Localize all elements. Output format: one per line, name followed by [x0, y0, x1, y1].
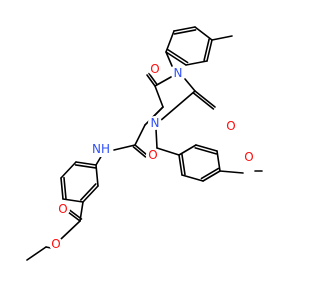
bond-line — [203, 38, 210, 62]
atom-o1-label: O — [150, 62, 159, 76]
bond-line — [60, 177, 64, 200]
bond-line — [60, 220, 81, 240]
bond-line — [113, 144, 136, 151]
bond-line — [202, 170, 221, 182]
atom-o4-label: O — [244, 150, 253, 164]
bond-line — [144, 106, 164, 126]
bond-line — [206, 39, 213, 62]
bond-line — [134, 144, 148, 156]
bond-line — [181, 174, 204, 182]
atom-o2-label: O — [226, 119, 235, 133]
atom-nh-label: NH — [92, 142, 110, 156]
bond-line — [148, 72, 158, 86]
bond-line — [155, 128, 158, 149]
bond-line — [184, 78, 196, 92]
bond-line — [132, 146, 147, 158]
bond-line — [75, 161, 97, 166]
atom-o5: O — [56, 202, 70, 216]
bond-line — [173, 29, 197, 35]
bond-line — [146, 74, 156, 87]
bond-line — [185, 60, 208, 66]
bond-line — [165, 51, 187, 66]
bond-line — [26, 246, 47, 261]
bond-line — [194, 26, 213, 41]
bond-line — [219, 170, 244, 174]
bond-line — [68, 209, 83, 220]
atom-o6: O — [49, 237, 63, 251]
bond-line — [80, 183, 97, 201]
bond-line — [178, 144, 197, 156]
bond-line — [67, 211, 81, 222]
bond-line — [82, 185, 99, 203]
bond-line — [194, 147, 217, 155]
bond-line — [181, 153, 186, 176]
atom-n2: N — [148, 116, 162, 130]
bond-line — [194, 90, 216, 108]
bond-line — [95, 164, 99, 187]
bond-line — [154, 85, 164, 108]
bond-line — [166, 48, 189, 64]
bond-line — [211, 35, 233, 41]
bond-line — [62, 198, 84, 203]
atom-o2: O — [224, 119, 238, 133]
bond-line — [165, 51, 173, 67]
atom-label-layer: O O O O O O N N — [49, 62, 256, 251]
bond-line — [165, 30, 175, 53]
bond-layer — [26, 26, 263, 261]
atom-n1: N — [171, 66, 185, 80]
bond-line — [216, 150, 221, 172]
atom-o5-label: O — [58, 202, 67, 216]
bond-line — [195, 144, 218, 152]
atom-n2-label: N — [151, 116, 160, 130]
atom-o3: O — [146, 148, 160, 162]
bond-line — [178, 154, 183, 176]
bond-line — [60, 161, 77, 179]
atom-o6-label: O — [51, 237, 60, 251]
atom-n1-label: N — [174, 66, 183, 80]
bond-line — [156, 147, 180, 156]
bond-line — [200, 167, 220, 180]
bond-line — [192, 92, 215, 110]
atom-o4: O — [242, 150, 256, 164]
bond-line — [134, 124, 146, 146]
bond-line — [63, 176, 67, 200]
atom-o1: O — [148, 62, 162, 76]
bond-line — [74, 164, 97, 169]
molecule-structure: O O O O O O N N — [26, 26, 263, 261]
bond-line — [159, 90, 196, 122]
atom-nh: NH — [89, 142, 113, 157]
bond-line — [173, 26, 196, 32]
atom-o3-label: O — [148, 148, 157, 162]
